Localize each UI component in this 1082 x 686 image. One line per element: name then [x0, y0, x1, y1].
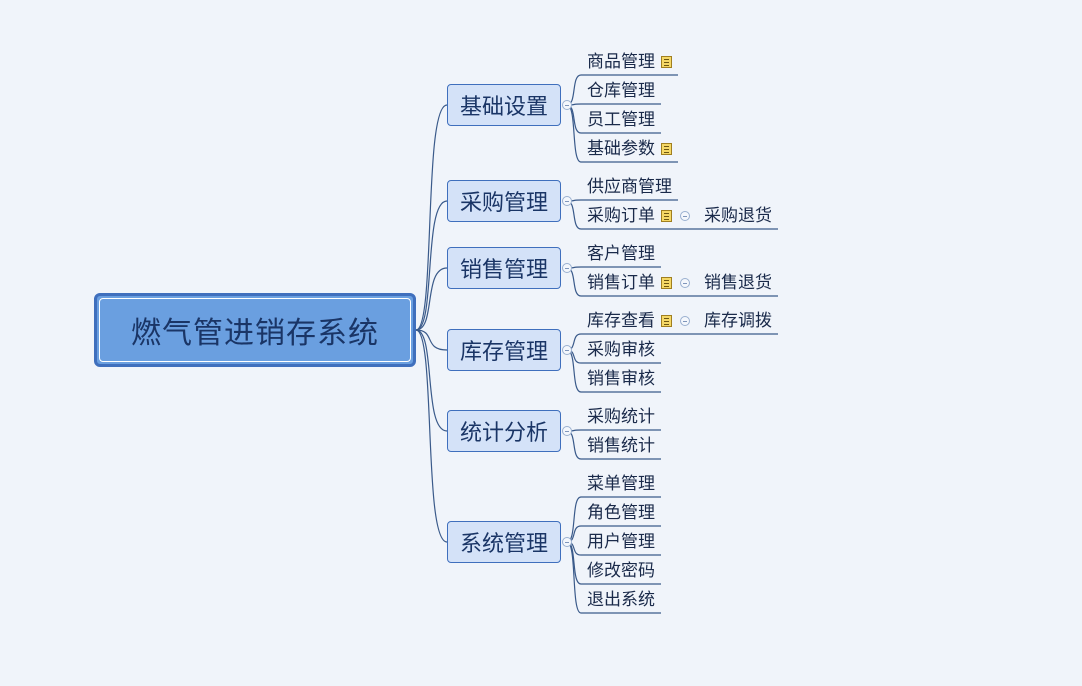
root-to-branch-connector [415, 104, 448, 331]
subtopic[interactable]: 客户管理 [587, 241, 655, 267]
subtopic-label: 商品管理 [587, 52, 655, 72]
subtopic[interactable]: 退出系统 [587, 587, 655, 613]
collapse-toggle-icon[interactable] [562, 426, 572, 436]
sub-subtopic[interactable]: 销售退货 [704, 270, 772, 296]
root-to-branch-connector [415, 329, 448, 351]
collapse-toggle-icon[interactable] [562, 263, 572, 273]
branch-topic[interactable]: 采购管理 [447, 180, 561, 222]
subtopic-label: 销售统计 [587, 436, 655, 456]
subtopic[interactable]: 采购审核 [587, 337, 655, 363]
collapse-toggle-icon[interactable] [679, 316, 690, 326]
subtopic[interactable]: 销售订单 [587, 270, 672, 296]
branch-topic[interactable]: 统计分析 [447, 410, 561, 452]
collapse-toggle-icon[interactable] [562, 100, 572, 110]
branch-topic[interactable]: 销售管理 [447, 247, 561, 289]
branch-to-subtopic-connector [566, 199, 678, 202]
subtopic[interactable]: 库存查看 [587, 308, 672, 334]
root-topic-label: 燃气管进销存系统 [99, 298, 411, 362]
subtopic[interactable]: 用户管理 [587, 529, 655, 555]
subtopic-label: 销售订单 [587, 273, 655, 293]
subtopic[interactable]: 仓库管理 [587, 78, 655, 104]
subtopic-label: 库存查看 [587, 311, 655, 331]
subtopic-label: 修改密码 [587, 561, 655, 581]
subtopic[interactable]: 菜单管理 [587, 471, 655, 497]
subtopic-label: 采购订单 [587, 206, 655, 226]
note-icon[interactable] [661, 277, 672, 289]
subtopic-label: 用户管理 [587, 532, 655, 552]
subtopic[interactable]: 采购统计 [587, 404, 655, 430]
subtopic-label: 员工管理 [587, 110, 655, 130]
branch-to-subtopic-connector [566, 429, 661, 432]
root-to-branch-connector [415, 200, 448, 331]
note-icon[interactable] [661, 143, 672, 155]
branch-topic-label: 统计分析 [459, 421, 548, 446]
subtopic-label: 仓库管理 [587, 81, 655, 101]
branch-topic-label: 库存管理 [459, 340, 548, 365]
branch-topic-label: 销售管理 [459, 258, 548, 283]
root-to-branch-connector [415, 267, 448, 331]
sub-subtopic[interactable]: 采购退货 [704, 203, 772, 229]
subtopic[interactable]: 员工管理 [587, 107, 655, 133]
subtopic-label: 采购统计 [587, 407, 655, 427]
branch-topic-label: 基础设置 [459, 95, 548, 120]
subtopic[interactable]: 商品管理 [587, 49, 672, 75]
subtopic[interactable]: 销售审核 [587, 366, 655, 392]
note-icon[interactable] [661, 56, 672, 68]
collapse-toggle-icon[interactable] [562, 537, 572, 547]
subtopic[interactable]: 供应商管理 [587, 174, 672, 200]
subtopic-label: 基础参数 [587, 139, 655, 159]
sub-subtopic[interactable]: 库存调拨 [704, 308, 772, 334]
subtopic[interactable]: 采购订单 [587, 203, 672, 229]
subtopic[interactable]: 角色管理 [587, 500, 655, 526]
branch-topic[interactable]: 库存管理 [447, 329, 561, 371]
sub-subtopic-label: 采购退货 [703, 206, 772, 226]
subtopic-label: 菜单管理 [587, 474, 655, 494]
branch-to-subtopic-connector [566, 266, 661, 269]
subtopic[interactable]: 修改密码 [587, 558, 655, 584]
subtopic-label: 采购审核 [587, 340, 655, 360]
subtopic-label: 退出系统 [587, 590, 655, 610]
collapse-toggle-icon[interactable] [562, 345, 572, 355]
branch-topic-label: 系统管理 [459, 532, 548, 557]
branch-topic[interactable]: 系统管理 [447, 521, 561, 563]
subtopic[interactable]: 基础参数 [587, 136, 672, 162]
subtopic-label: 角色管理 [587, 503, 655, 523]
subtopic-label: 销售审核 [587, 369, 655, 389]
note-icon[interactable] [661, 210, 672, 222]
branch-topic-label: 采购管理 [459, 191, 548, 216]
subtopic[interactable]: 销售统计 [587, 433, 655, 459]
root-to-branch-connector [415, 329, 448, 432]
collapse-toggle-icon[interactable] [679, 211, 690, 221]
branch-topic[interactable]: 基础设置 [447, 84, 561, 126]
note-icon[interactable] [661, 315, 672, 327]
collapse-toggle-icon[interactable] [679, 278, 690, 288]
sub-subtopic-label: 库存调拨 [703, 311, 772, 331]
subtopic-label: 客户管理 [587, 244, 655, 264]
root-to-branch-connector [415, 329, 448, 543]
subtopic-label: 供应商管理 [587, 177, 672, 197]
sub-subtopic-label: 销售退货 [703, 273, 772, 293]
branch-to-subtopic-connector [566, 103, 661, 106]
collapse-toggle-icon[interactable] [562, 196, 572, 206]
root-topic[interactable]: 燃气管进销存系统 [94, 293, 416, 367]
